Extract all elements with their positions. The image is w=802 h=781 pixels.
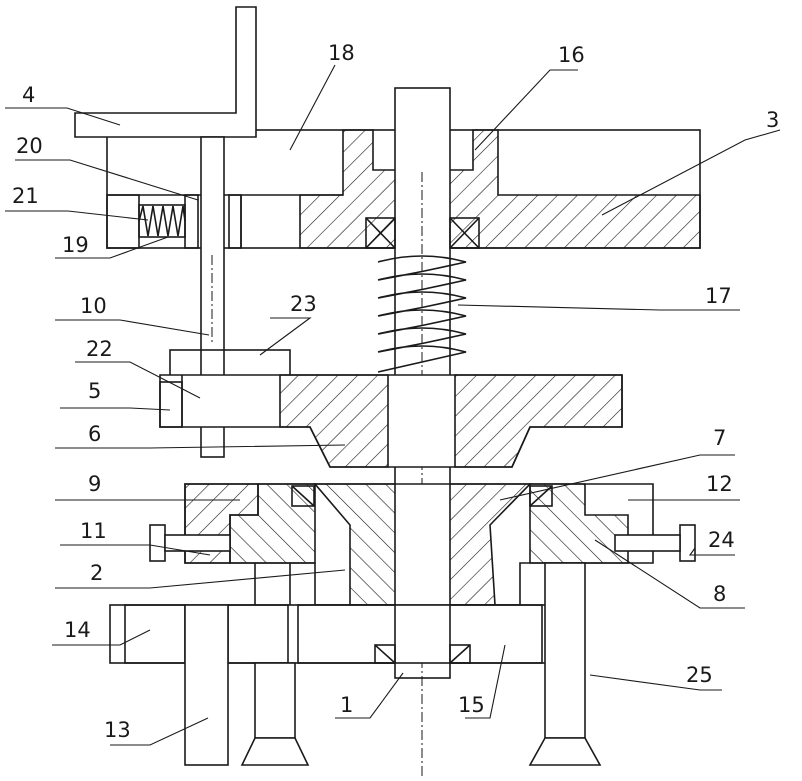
- label-10: 10: [80, 294, 107, 318]
- label-8: 8: [713, 582, 726, 606]
- label-14: 14: [64, 618, 91, 642]
- label-5: 5: [88, 379, 101, 403]
- base-plate: [110, 605, 556, 663]
- label-19: 19: [62, 233, 89, 257]
- label-15: 15: [458, 693, 485, 717]
- label-20: 20: [16, 134, 43, 158]
- label-7: 7: [713, 426, 726, 450]
- label-3: 3: [766, 108, 779, 132]
- label-16: 16: [558, 43, 585, 67]
- label-25: 25: [686, 663, 713, 687]
- label-24: 24: [708, 528, 735, 552]
- label-23: 23: [290, 292, 317, 316]
- label-12: 12: [706, 472, 733, 496]
- label-17: 17: [705, 284, 732, 308]
- label-11: 11: [80, 519, 107, 543]
- label-13: 13: [104, 718, 131, 742]
- label-9: 9: [88, 472, 101, 496]
- block-5-6: [160, 375, 622, 467]
- label-21: 21: [12, 184, 39, 208]
- label-18: 18: [328, 41, 355, 65]
- label-4: 4: [22, 83, 35, 107]
- plate-23: [170, 350, 290, 376]
- label-22: 22: [86, 337, 113, 361]
- leg-13: [185, 605, 228, 765]
- leg-25: [530, 563, 600, 765]
- bracket-4: [75, 7, 256, 137]
- label-1: 1: [340, 693, 353, 717]
- foot-left: [242, 663, 308, 765]
- label-2: 2: [90, 561, 103, 585]
- label-6: 6: [88, 422, 101, 446]
